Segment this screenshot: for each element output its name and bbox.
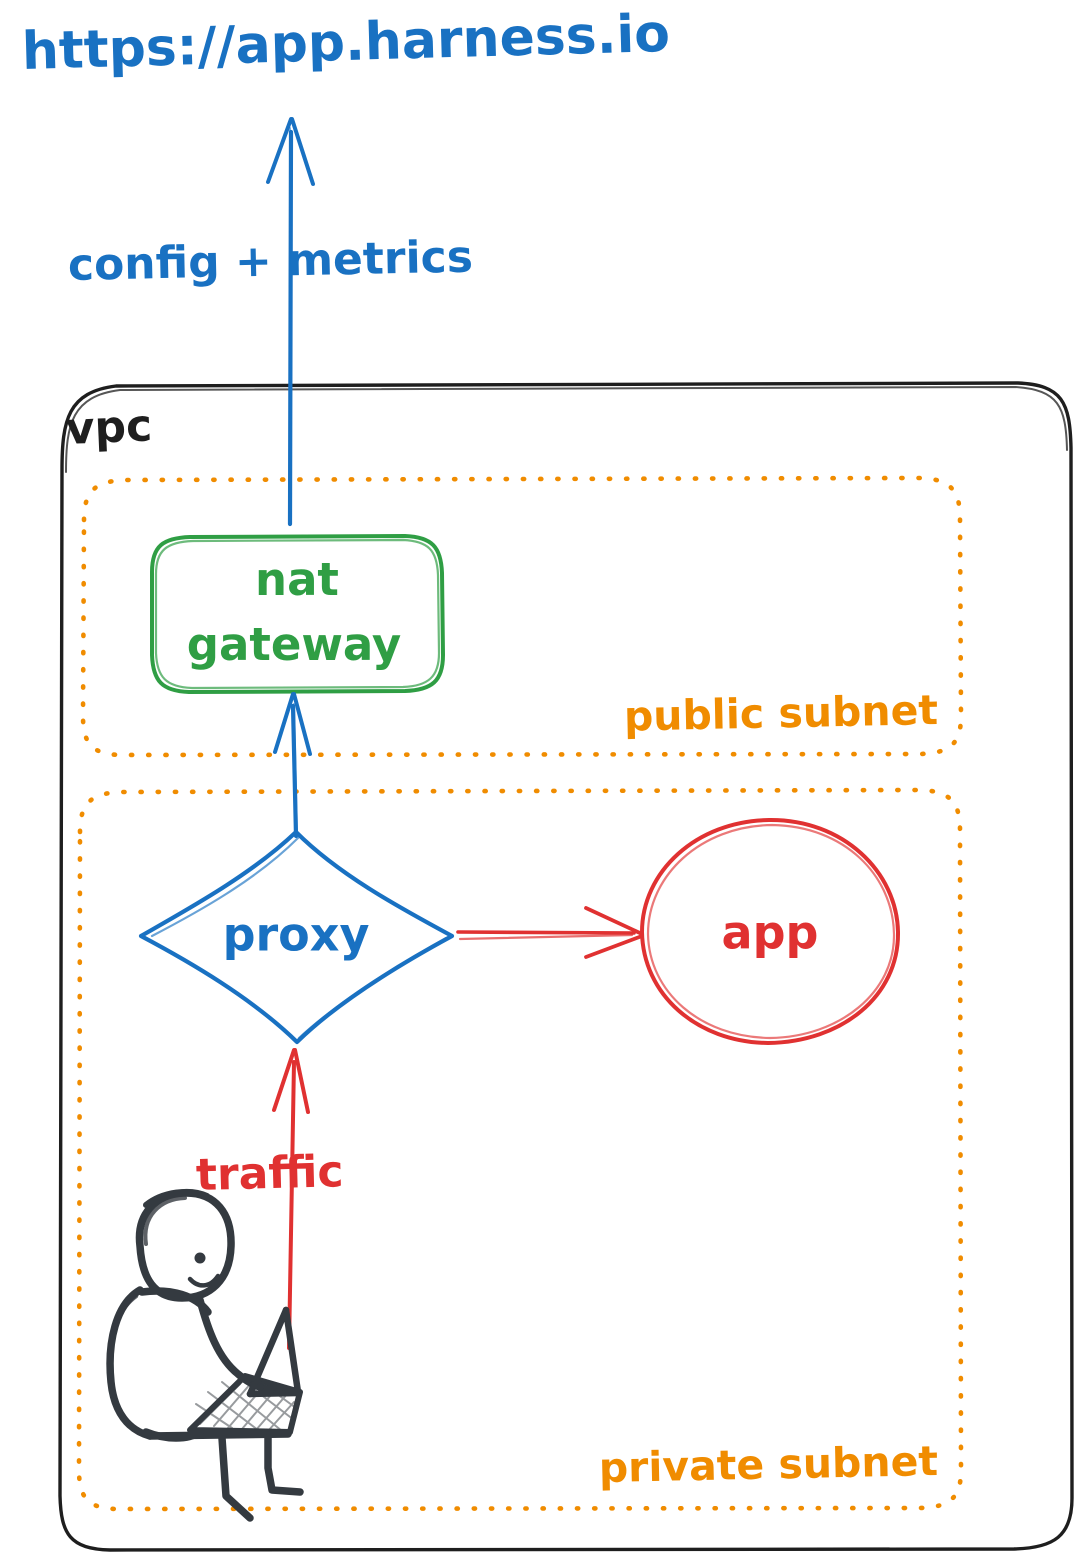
node-proxy[interactable]: proxy <box>138 829 455 1045</box>
app-label: app <box>722 906 819 960</box>
edge-proxy-to-nat <box>273 692 312 839</box>
nat-gateway-label-line1: nat <box>255 553 339 606</box>
eye-icon <box>194 1252 206 1264</box>
vpc-container: vpc <box>58 381 1074 1552</box>
private-subnet-container: private subnet <box>76 787 964 1512</box>
external-endpoint-label: https://app.harness.io <box>21 4 671 82</box>
node-app[interactable]: app <box>640 817 901 1045</box>
proxy-label: proxy <box>223 908 370 962</box>
node-nat-gateway[interactable]: nat gateway <box>150 534 445 694</box>
edge-label-config-metrics: config + metrics <box>67 232 473 291</box>
public-subnet-label: public subnet <box>623 686 938 741</box>
public-subnet-container: public subnet <box>80 475 964 758</box>
nat-gateway-label-line2: gateway <box>187 618 402 671</box>
user-person-with-laptop-icon <box>106 1188 304 1522</box>
edge-user-to-proxy: traffic <box>195 1048 344 1350</box>
edge-proxy-to-app <box>456 906 644 959</box>
private-subnet-label: private subnet <box>598 1437 938 1492</box>
edge-nat-to-internet: config + metrics <box>67 117 473 527</box>
vpc-label: vpc <box>65 400 153 455</box>
laptop-keyboard-hatch <box>195 1376 297 1432</box>
edge-label-traffic: traffic <box>195 1146 344 1201</box>
